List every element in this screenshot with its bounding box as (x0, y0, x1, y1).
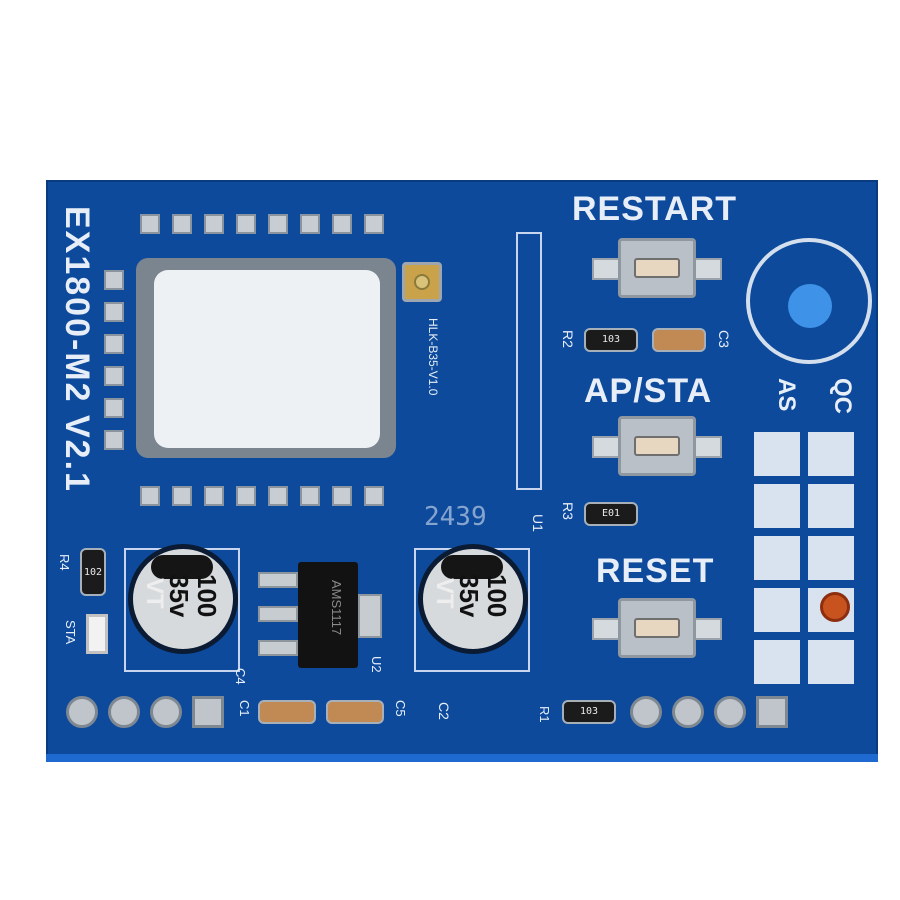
reg-pin-3 (258, 640, 298, 656)
u2-label: U2 (369, 656, 384, 673)
r2-label: R2 (560, 330, 576, 348)
resistor-r3: E01 (584, 502, 638, 526)
wifi-module (136, 258, 396, 458)
regulator-tab (358, 594, 382, 638)
capacitor-c1 (258, 700, 316, 724)
c3-label: C3 (716, 330, 732, 348)
c1-label: C1 (237, 700, 252, 717)
u1-label: U1 (530, 514, 546, 532)
antenna-connector (402, 262, 442, 302)
restart-label: RESTART (572, 190, 738, 228)
c4-label: C4 (233, 668, 248, 685)
c2-label: C2 (436, 702, 452, 720)
r3-label: R3 (560, 502, 576, 520)
restart-button[interactable] (592, 238, 722, 298)
ap-sta-label: AP/STA (584, 372, 713, 410)
sta-led (86, 614, 108, 654)
c5-label: C5 (393, 700, 408, 717)
as-header: AS (773, 378, 800, 412)
r1-label: R1 (537, 706, 552, 723)
reset-button[interactable] (592, 598, 722, 658)
electrolytic-cap-c2 (418, 544, 528, 654)
voltage-regulator-u2 (298, 562, 358, 668)
ap-sta-button[interactable] (592, 416, 722, 476)
regulator-marking: AMS1117 (329, 580, 344, 636)
mount-dot (788, 284, 832, 328)
resistor-r4: 102 (80, 548, 106, 596)
sta-label: STA (63, 620, 78, 645)
r4-label: R4 (57, 554, 72, 571)
mounting-hole (746, 238, 872, 364)
reg-pin-2 (258, 606, 298, 622)
qc-led (820, 592, 850, 622)
qc-header: QC (829, 378, 856, 414)
capacitor-c3 (652, 328, 706, 352)
reg-pin-1 (258, 572, 298, 588)
module-shield (154, 270, 380, 448)
resistor-r1: 103 (562, 700, 616, 724)
antenna-outline (516, 232, 542, 490)
model-label: EX1800-M2 V2.1 (58, 206, 96, 493)
cap-c4-series: VT (141, 578, 168, 609)
module-label: HLK-B35-V1.0 (426, 318, 440, 396)
resistor-r2: 103 (584, 328, 638, 352)
reset-label: RESET (596, 552, 715, 590)
cap-c4-value: 100 (192, 574, 222, 618)
pcb-edge (46, 754, 878, 762)
capacitor-c5 (326, 700, 384, 724)
cap-c2-value: 100 (482, 574, 512, 618)
electrolytic-cap-c4 (128, 544, 238, 654)
cap-c2-series: VT (431, 578, 458, 609)
date-code: 2439 (424, 502, 487, 532)
